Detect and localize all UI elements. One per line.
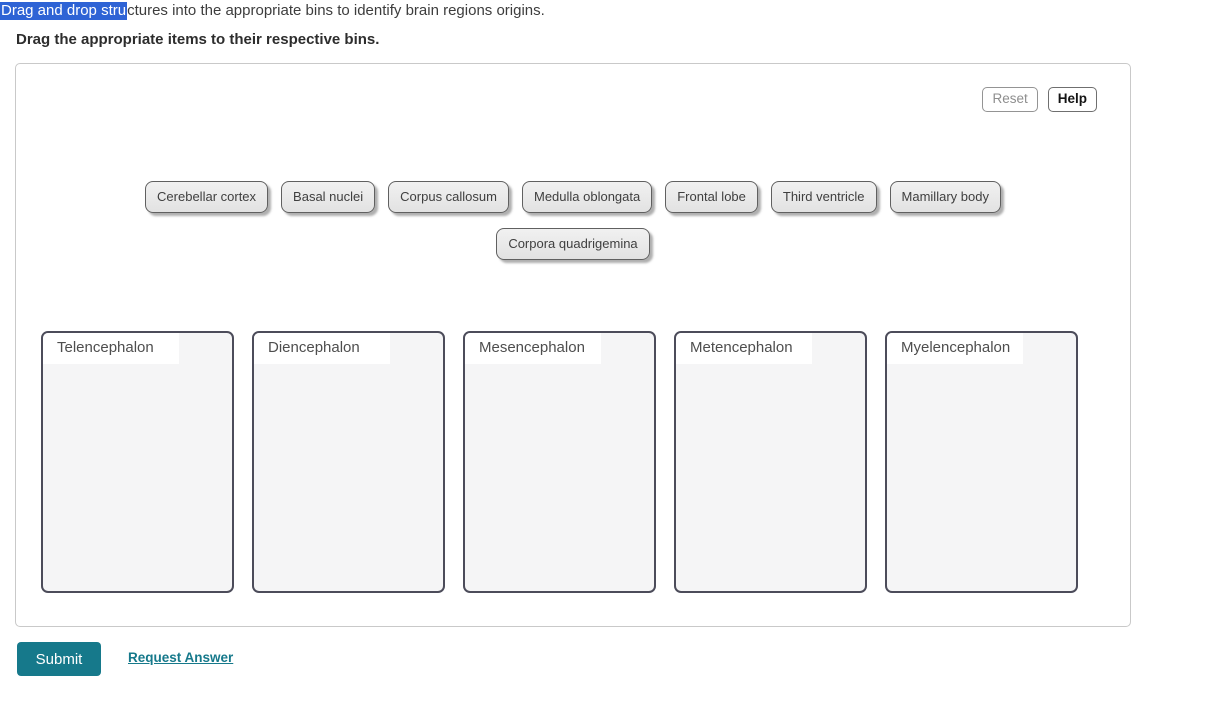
panel-toolbar: Reset Help bbox=[982, 87, 1097, 112]
bin-metencephalon[interactable]: Metencephalon bbox=[674, 331, 867, 593]
bin-myelencephalon[interactable]: Myelencephalon bbox=[885, 331, 1078, 593]
instruction-text: Drag the appropriate items to their resp… bbox=[16, 31, 380, 48]
bin-label: Myelencephalon bbox=[887, 333, 1024, 364]
chips-row-1: Cerebellar cortex Basal nuclei Corpus ca… bbox=[16, 181, 1130, 213]
chip-frontal-lobe[interactable]: Frontal lobe bbox=[665, 181, 758, 213]
request-answer-link[interactable]: Request Answer bbox=[128, 650, 234, 665]
chip-corpus-callosum[interactable]: Corpus callosum bbox=[388, 181, 509, 213]
chip-basal-nuclei[interactable]: Basal nuclei bbox=[281, 181, 376, 213]
intro-text-rest: ctures into the appropriate bins to iden… bbox=[127, 2, 545, 19]
activity-panel: Reset Help Cerebellar cortex Basal nucle… bbox=[15, 63, 1131, 627]
chip-corpora-quadrigemina[interactable]: Corpora quadrigemina bbox=[496, 228, 650, 260]
chip-mamillary-body[interactable]: Mamillary body bbox=[889, 181, 1001, 213]
chip-medulla-oblongata[interactable]: Medulla oblongata bbox=[521, 181, 653, 213]
bin-label: Metencephalon bbox=[676, 333, 813, 364]
reset-button[interactable]: Reset bbox=[982, 87, 1038, 112]
submit-button[interactable]: Submit bbox=[17, 642, 101, 676]
chip-cerebellar-cortex[interactable]: Cerebellar cortex bbox=[145, 181, 269, 213]
text-selection: Drag and drop stru bbox=[0, 2, 128, 20]
chip-third-ventricle[interactable]: Third ventricle bbox=[770, 181, 877, 213]
bin-mesencephalon[interactable]: Mesencephalon bbox=[463, 331, 656, 593]
bin-label: Mesencephalon bbox=[465, 333, 602, 364]
chips-row-2: Corpora quadrigemina bbox=[16, 228, 1130, 260]
bins-row: Telencephalon Diencephalon Mesencephalon… bbox=[41, 331, 1078, 593]
bin-telencephalon[interactable]: Telencephalon bbox=[41, 331, 234, 593]
bin-label: Telencephalon bbox=[43, 333, 180, 364]
intro-text: Drag and drop structures into the approp… bbox=[0, 1, 545, 20]
help-button[interactable]: Help bbox=[1047, 87, 1097, 112]
bin-diencephalon[interactable]: Diencephalon bbox=[252, 331, 445, 593]
bin-label: Diencephalon bbox=[254, 333, 391, 364]
